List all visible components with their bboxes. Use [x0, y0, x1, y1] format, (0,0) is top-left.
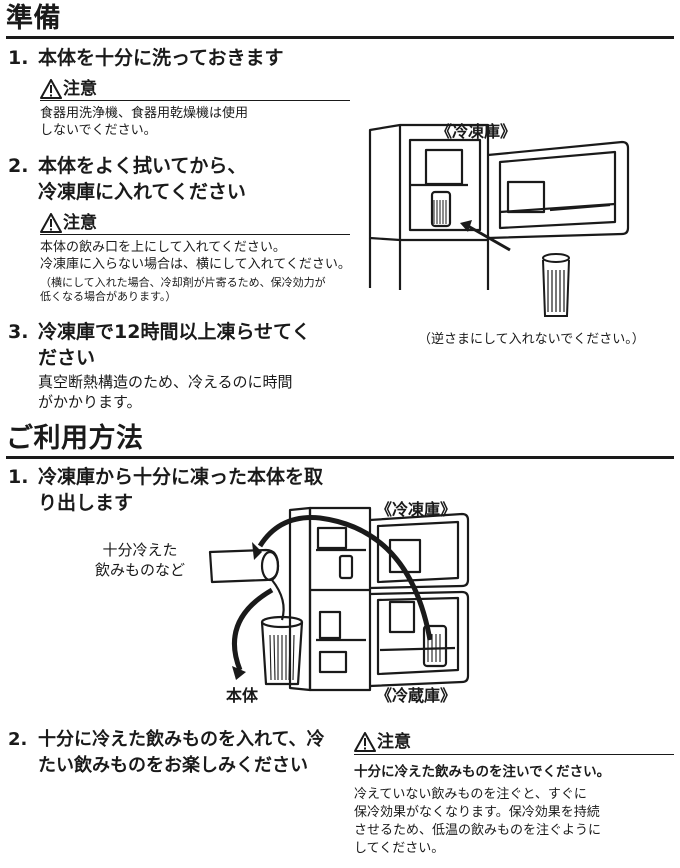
- usage-figure-fridge-label: 《冷蔵庫》: [376, 686, 457, 705]
- prep-step-3-line: 冷凍庫で12時間以上凍らせてく: [38, 321, 311, 343]
- warning-triangle-icon: [354, 732, 376, 752]
- warning-triangle-icon: [40, 79, 62, 99]
- prep-step-3-line: ださい: [38, 347, 96, 369]
- prep-caution-2-rule: [40, 234, 350, 235]
- usage-step-2-line: たい飲みものをお楽しみください: [38, 755, 308, 776]
- prep-step-1: 1. 本体を十分に洗っておきます: [8, 45, 283, 71]
- prep-caution-1-heading: 注意: [40, 78, 97, 100]
- prep-caution-2-line: 冷凍庫に入らない場合は、横にして入れてください。: [40, 257, 351, 272]
- usage-caution-line: させるため、低温の飲みものを注ぐように: [354, 823, 602, 838]
- usage-figure-freezer-label: 《冷凍庫》: [376, 500, 457, 519]
- prep-step-2-number: 2.: [8, 155, 29, 177]
- prep-step-3: 3. 冷凍庫で12時間以上凍らせてく ださい: [8, 319, 311, 371]
- usage-caution-line: 冷えていない飲みものを注ぐと、すぐに: [354, 787, 587, 802]
- usage-step-2: 2. 十分に冷えた飲みものを入れて、冷 たい飲みものをお楽しみください: [8, 727, 325, 779]
- usage-step-2-line: 十分に冷えた飲みものを入れて、冷: [38, 729, 325, 750]
- prep-figure-caption: （逆さまにして入れないでください。）: [418, 332, 645, 347]
- prep-step-1-number: 1.: [8, 47, 29, 69]
- prep-caution-1-label: 注意: [63, 79, 97, 99]
- prep-caution-2-line: 本体の飲み口を上にして入れてください。: [40, 240, 286, 255]
- usage-caution-label: 注意: [377, 732, 411, 752]
- usage-caution-text: 冷えていない飲みものを注ぐと、すぐに 保冷効果がなくなります。保冷効果を持続 さ…: [354, 786, 601, 858]
- prep-caution-2-label: 注意: [63, 213, 97, 233]
- prep-step-3-body-line: がかかります。: [38, 393, 142, 411]
- usage-figure-body-label: 本体: [226, 686, 259, 705]
- prep-caution-1-rule: [40, 100, 350, 101]
- usage-figure-drink-label-line: 十分冷えた: [102, 541, 178, 559]
- prep-figure-freezer-label: 《冷凍庫》: [436, 122, 517, 141]
- usage-section-rule: [6, 456, 674, 459]
- prep-step-2: 2. 本体をよく拭いてから、 冷凍庫に入れてください: [8, 153, 246, 205]
- usage-figure-drink-label-line: 飲みものなど: [95, 561, 186, 579]
- prep-step-1-text: 本体を十分に洗っておきます: [38, 47, 284, 69]
- usage-caution-line: 保冷効果がなくなります。保冷効果を持続: [354, 805, 600, 820]
- prep-step-3-body-line: 真空断熱構造のため、冷えるのに時間: [38, 373, 293, 391]
- prep-caution-1-line: 食器用洗浄機、食器用乾燥機は使用: [40, 106, 249, 121]
- usage-caution-headline: 十分に冷えた飲みものを注いでください。: [354, 764, 611, 780]
- usage-step-1-line: 冷凍庫から十分に凍った本体を取: [38, 466, 324, 488]
- prep-caution-2-text: 本体の飲み口を上にして入れてください。 冷凍庫に入らない場合は、横にして入れてく…: [40, 239, 351, 273]
- prep-caution-2-note: （横にして入れた場合、冷却剤が片寄るため、保冷効力が 低くなる場合があります。）: [40, 276, 326, 304]
- usage-step-1-number: 1.: [8, 466, 29, 488]
- prep-section-title: 準備: [6, 3, 61, 34]
- usage-section-title: ご利用方法: [6, 423, 144, 454]
- prep-step-2-line: 冷凍庫に入れてください: [38, 181, 246, 203]
- usage-fridge-illustration: [208, 506, 470, 692]
- usage-step-1: 1. 冷凍庫から十分に凍った本体を取 り出します: [8, 464, 323, 516]
- usage-figure-drink-label: 十分冷えた 飲みものなど: [95, 540, 185, 580]
- usage-step-2-number: 2.: [8, 729, 28, 750]
- usage-step-1-line: り出します: [38, 492, 134, 514]
- usage-caution-rule: [354, 754, 674, 755]
- usage-caution-heading: 注意: [354, 731, 411, 753]
- prep-step-3-number: 3.: [8, 321, 29, 343]
- usage-caution-line: してください。: [354, 841, 445, 856]
- prep-caution-2-heading: 注意: [40, 212, 97, 234]
- prep-step-2-line: 本体をよく拭いてから、: [38, 155, 247, 177]
- prep-step-3-body: 真空断熱構造のため、冷えるのに時間 がかかります。: [38, 372, 293, 412]
- prep-caution-2-note-line: 低くなる場合があります。）: [40, 290, 177, 303]
- prep-caution-1-text: 食器用洗浄機、食器用乾燥機は使用 しないでください。: [40, 105, 248, 139]
- prep-section-rule: [6, 36, 674, 39]
- prep-caution-1-line: しないでください。: [40, 123, 157, 138]
- warning-triangle-icon: [40, 213, 62, 233]
- prep-freezer-illustration: [368, 123, 630, 317]
- prep-caution-2-note-line: （横にして入れた場合、冷却剤が片寄るため、保冷効力が: [40, 276, 326, 289]
